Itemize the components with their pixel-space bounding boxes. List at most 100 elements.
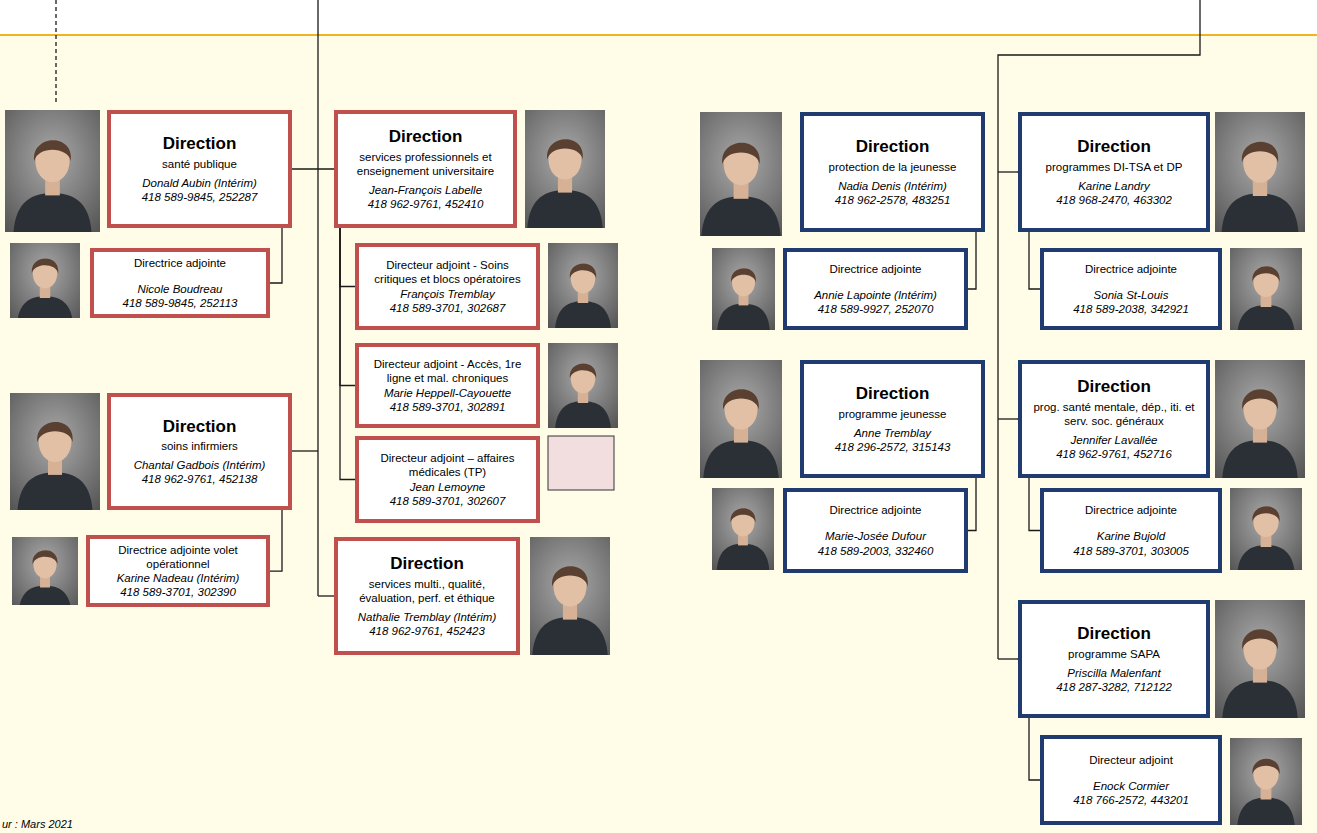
- branch-line: [998, 171, 1018, 172]
- heading-text: Direction: [856, 137, 930, 157]
- department-text: programme SAPA: [1068, 647, 1160, 661]
- org-connector: [292, 168, 334, 169]
- branch-line: [998, 418, 1018, 419]
- phone-number: 418 962-9761, 452423: [369, 624, 485, 638]
- phone-number: 418 589-3701, 303005: [1073, 544, 1189, 558]
- direction-box: Direction programme SAPA Priscilla Malenfa…: [1018, 600, 1210, 718]
- deputy-box: Directrice adjointeNicole Boudreau418 58…: [90, 248, 270, 318]
- role-text: Directeur adjoint - Accès, 1re ligne et …: [366, 357, 529, 385]
- portrait-photo: [1212, 112, 1308, 232]
- portrait-photo: [1213, 600, 1307, 718]
- gold-rule: [0, 34, 1317, 36]
- phone-number: 418 962-9761, 452138: [142, 472, 258, 486]
- direction-box: Directionsoins infirmiersChantal Gadbois…: [107, 393, 292, 510]
- phone-number: 418 589-9927, 252070: [818, 302, 934, 316]
- person-name: Nadia Denis (Intérim): [838, 179, 947, 193]
- top-band: [0, 0, 1317, 34]
- department-text: services professionnels et enseignement …: [345, 150, 506, 178]
- org-connector: [968, 478, 976, 531]
- portrait-photo: [518, 110, 612, 228]
- phone-number: 418 968-2470, 463302: [1056, 193, 1172, 207]
- phone-number: 418 962-9761, 452716: [1056, 447, 1172, 461]
- branch-line: [292, 450, 318, 451]
- phone-number: 418 589-2003, 332460: [818, 544, 934, 558]
- department-text: programmes DI-TSA et DP: [1046, 160, 1183, 174]
- portrait-photo: [10, 237, 80, 325]
- portrait-photo: [1230, 484, 1302, 574]
- direction-box: Directionservices multi., qualité, évalu…: [334, 537, 520, 655]
- phone-number: 418 589-9845, 252113: [123, 296, 238, 310]
- heading-text: Direction: [856, 384, 930, 404]
- phone-number: 418 589-3701, 302891: [390, 400, 506, 414]
- portrait-photo: [1230, 737, 1302, 827]
- portrait-photo: [8, 393, 102, 510]
- branch-line: [318, 595, 334, 596]
- role-text: Directrice adjointe: [1085, 503, 1177, 517]
- person-name: Jean-François Labelle: [369, 183, 482, 197]
- deputy-box: Directrice adjointeAnnie Lapointe (Intér…: [783, 248, 968, 330]
- department-text: soins infirmiers: [161, 439, 238, 453]
- branch-line: [998, 658, 1018, 659]
- deputy-box: Directrice adjointeKarine Bujold418 589-…: [1040, 488, 1222, 573]
- person-name: Enock Cormier: [1093, 779, 1169, 793]
- person-name: Donald Aubin (Intérim): [142, 176, 257, 190]
- org-connector: [1029, 718, 1040, 780]
- portrait-photo: [12, 530, 78, 613]
- person-name: Priscilla Malenfant: [1067, 666, 1160, 680]
- direction-box: Directionprogramme jeunesseAnne Tremblay…: [800, 360, 985, 478]
- phone-number: 418 589-9845, 252287: [142, 190, 258, 204]
- person-name: Jennifer Lavallée: [1071, 433, 1158, 447]
- role-text: Directeur adjoint: [1089, 753, 1173, 767]
- phone-number: 418 962-9761, 452410: [368, 197, 484, 211]
- role-text: Directrice adjointe volet opérationnel: [97, 543, 259, 571]
- person-name: Annie Lapointe (Intérim): [814, 288, 937, 302]
- portrait-photo: [1230, 244, 1302, 334]
- phone-number: 418 962-2578, 483251: [835, 193, 951, 207]
- portrait-photo: [710, 488, 776, 570]
- org-connector: [270, 510, 282, 571]
- portrait-photo: [523, 537, 617, 655]
- org-connector: [340, 228, 355, 287]
- org-connector: [1029, 478, 1040, 531]
- portrait-photo: [548, 242, 618, 330]
- portrait-photo: [1213, 360, 1307, 478]
- heading-text: Direction: [1077, 624, 1151, 644]
- heading-text: Direction: [389, 127, 463, 147]
- org-connector: [340, 228, 355, 386]
- deputy-box: Directrice adjointeMarie-Josée Dufour418…: [783, 488, 968, 573]
- phone-number: 418 766-2572, 443201: [1073, 793, 1189, 807]
- empty-photo: [548, 436, 614, 490]
- deputy-box: Directeur adjoint - Soins critiques et b…: [355, 243, 540, 330]
- person-name: Marie Heppell-Cayouette: [384, 386, 511, 400]
- department-text: protection de la jeunesse: [829, 160, 957, 174]
- role-text: Directeur adjoint - Soins critiques et b…: [366, 258, 529, 286]
- person-name: Nathalie Tremblay (Intérim): [358, 610, 496, 624]
- department-text: prog. santé mentale, dép., iti. et serv.…: [1029, 400, 1199, 428]
- heading-text: Direction: [163, 417, 237, 437]
- deputy-box: Directeur adjoint - Accès, 1re ligne et …: [355, 343, 540, 428]
- role-text: Directrice adjointe: [829, 503, 921, 517]
- dashed-link: [55, 0, 56, 104]
- portrait-photo: [711, 248, 777, 330]
- deputy-box: Directrice adjointe volet opérationnelKa…: [86, 535, 270, 607]
- person-name: Karine Bujold: [1097, 529, 1165, 543]
- direction-box: Directionprogrammes DI-TSA et DPKarine L…: [1018, 112, 1210, 232]
- person-name: Anne Tremblay: [854, 426, 931, 440]
- direction-box: Directionsanté publiqueDonald Aubin (Int…: [107, 110, 292, 228]
- phone-number: 418 589-2038, 342921: [1073, 302, 1189, 316]
- role-text: Directrice adjointe: [134, 256, 226, 270]
- org-connector: [968, 232, 976, 289]
- person-name: Nicole Boudreau: [137, 282, 222, 296]
- person-name: Marie-Josée Dufour: [825, 529, 926, 543]
- person-name: Jean Lemoyne: [410, 480, 485, 494]
- trunk-line: [317, 0, 318, 596]
- role-text: Directrice adjointe: [1085, 262, 1177, 276]
- org-connector: [1029, 232, 1040, 289]
- org-connector: [270, 228, 282, 283]
- deputy-box: Directeur adjointEnock Cormier418 766-25…: [1040, 735, 1222, 825]
- person-name: Karine Nadeau (Intérim): [117, 571, 240, 585]
- phone-number: 418 589-3701, 302390: [120, 585, 236, 599]
- phone-number: 418 287-3282, 712122: [1056, 680, 1172, 694]
- direction-box: Directionprog. santé mentale, dép., iti.…: [1018, 360, 1210, 478]
